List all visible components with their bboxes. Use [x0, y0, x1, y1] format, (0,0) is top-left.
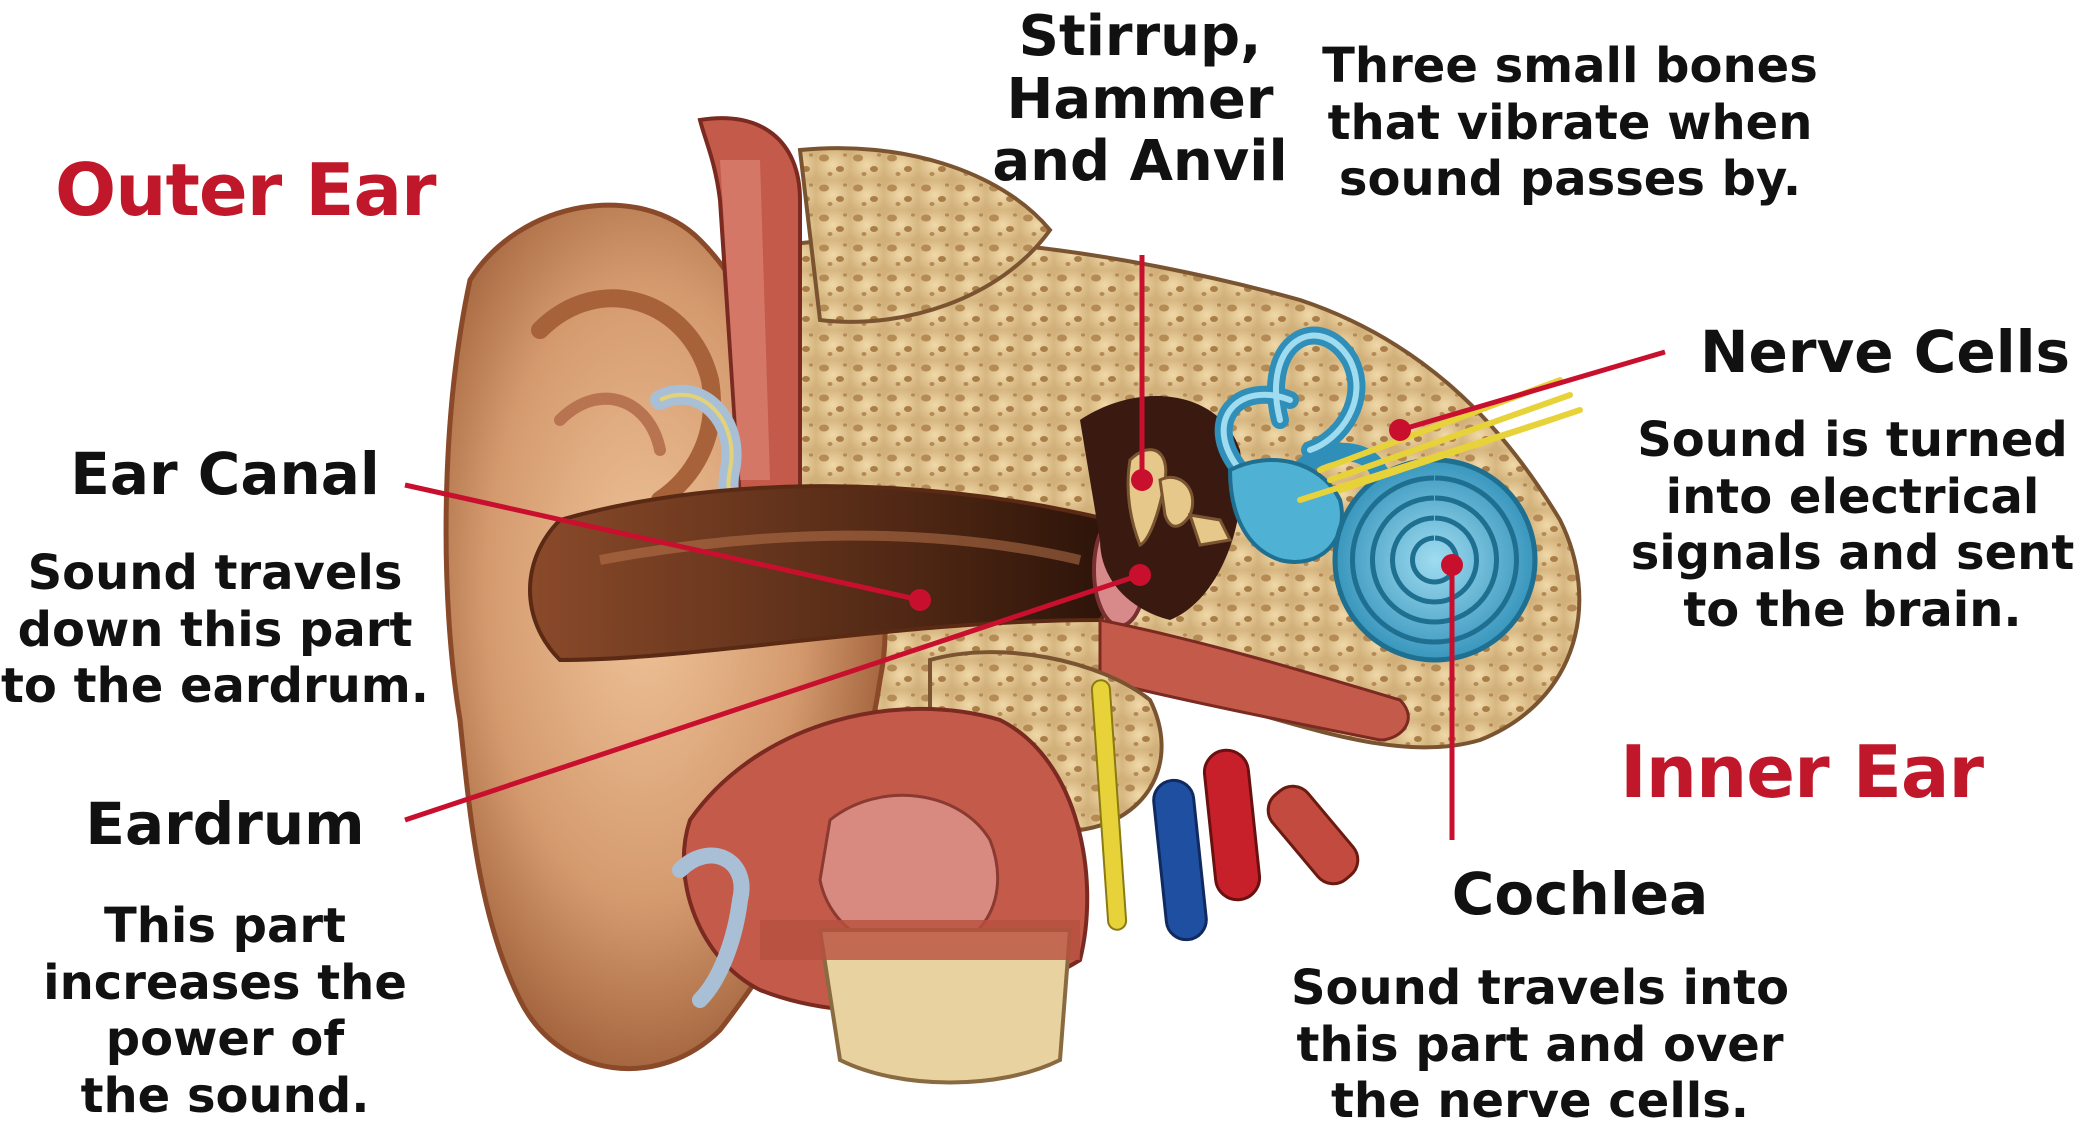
pointer-dot-nerve-cells: [1389, 419, 1411, 441]
section-title-outer-ear: Outer Ear: [55, 148, 436, 232]
ossicles-title: Stirrup, Hammer and Anvil: [990, 6, 1290, 194]
ossicles-description: Three small bones that vibrate when soun…: [1310, 38, 1830, 208]
muscle-strip: [1260, 778, 1366, 892]
pointer-dot-eardrum: [1129, 564, 1151, 586]
artery: [1202, 748, 1261, 902]
pointer-dot-ossicles: [1131, 469, 1153, 491]
ear-canal-title: Ear Canal: [45, 442, 405, 507]
nerve-cells-description: Sound is turned into electrical signals …: [1625, 412, 2080, 639]
pointer-dot-cochlea: [1441, 554, 1463, 576]
eardrum-description: This part increases the power of the sou…: [25, 898, 425, 1125]
nerve-cells-title: Nerve Cells: [1690, 320, 2080, 385]
cochlea-spiral: [1335, 460, 1535, 660]
vein: [1152, 778, 1209, 941]
eardrum-title: Eardrum: [70, 792, 380, 857]
pointer-dot-ear-canal: [909, 589, 931, 611]
section-title-inner-ear: Inner Ear: [1620, 730, 1983, 814]
ear-canal-description: Sound travels down this part to the eard…: [0, 545, 430, 715]
cochlea-description: Sound travels into this part and over th…: [1280, 960, 1800, 1130]
cochlea-title: Cochlea: [1420, 862, 1740, 927]
